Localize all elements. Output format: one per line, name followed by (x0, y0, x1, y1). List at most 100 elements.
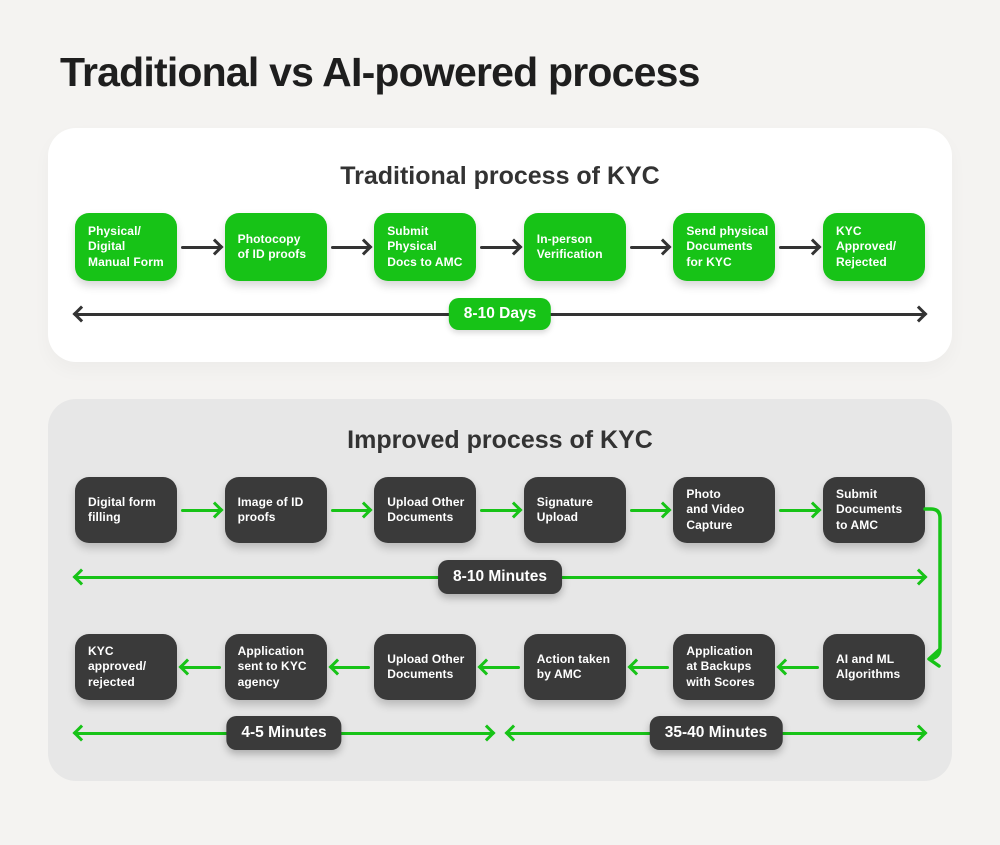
step-label: Upload Other Documents (387, 651, 465, 682)
improved-row1-duration-arrow: 8-10 Minutes (72, 560, 928, 595)
arrow-left-icon (626, 658, 674, 676)
double-arrow-right-head (478, 724, 496, 742)
step-label: Application sent to KYC agency (237, 644, 307, 689)
arrow-shaft (629, 245, 669, 249)
step-box: Photocopy of ID proofs (224, 213, 327, 282)
step-box: Upload Other Documents (374, 477, 477, 544)
step-box: KYC Approved/ Rejected (822, 213, 925, 282)
step-label: Digital form filling (88, 494, 156, 525)
arrow-right-icon (476, 238, 524, 256)
step-box: In-person Verification (523, 213, 626, 282)
arrow-head (178, 658, 196, 676)
arrow-left-icon (177, 658, 225, 676)
arrow-right-icon (476, 501, 524, 519)
step-box: Image of ID proofs (224, 477, 327, 544)
step-label: KYC approved/ rejected (88, 644, 147, 689)
arrow-shaft (779, 508, 818, 512)
arrow-head (355, 238, 373, 256)
improved-flow-row-2: KYC approved/ rejected Application sent … (75, 634, 925, 701)
step-label: Signature Upload (536, 494, 594, 525)
arrow-head (804, 238, 822, 256)
arrow-shaft (182, 665, 221, 669)
arrow-shaft (331, 665, 371, 669)
double-arrow-right-head (910, 568, 928, 586)
arrow-shaft (181, 245, 220, 249)
arrow-head (328, 658, 346, 676)
arrow-head (355, 501, 373, 519)
traditional-flow-row: Physical/ Digital Manual Form Photocopy … (75, 213, 925, 282)
traditional-process-panel: Traditional process of KYC Physical/ Dig… (48, 128, 952, 363)
step-box: Action taken by AMC (523, 634, 626, 701)
double-arrow-right-head (910, 305, 928, 323)
step-box: Signature Upload (523, 477, 626, 544)
arrow-head (927, 648, 941, 668)
improved-row2-duration-arrows: 4-5 Minutes 35-40 Minutes (72, 716, 928, 751)
arrow-head (804, 501, 822, 519)
step-label: KYC Approved/ Rejected (835, 224, 897, 269)
step-label: AI and ML Algorithms (835, 651, 901, 682)
step-box: Submit Documents to AMC (822, 477, 925, 544)
arrow-left-icon (775, 658, 823, 676)
step-label: Submit Physical Docs to AMC (387, 224, 463, 269)
arrow-shaft (779, 245, 818, 249)
page-title: Traditional vs AI-powered process (60, 49, 700, 95)
arrow-head (505, 238, 523, 256)
arrow-shaft (630, 665, 670, 669)
step-label: In-person Verification (536, 231, 603, 262)
duration-arrow-left-segment: 4-5 Minutes (72, 716, 496, 751)
arrow-head (654, 238, 672, 256)
duration-badge: 8-10 Minutes (438, 560, 562, 595)
double-arrow-right-head (910, 724, 928, 742)
arrow-shaft (330, 508, 370, 512)
traditional-panel-title: Traditional process of KYC (340, 162, 660, 191)
step-label: Application at Backups with Scores (686, 644, 755, 689)
improved-panel-title: Improved process of KYC (347, 426, 653, 455)
arrow-right-icon (327, 501, 375, 519)
arrow-right-icon (177, 238, 225, 256)
arrow-head (654, 501, 672, 519)
step-box: AI and ML Algorithms (822, 634, 925, 701)
improved-process-panel: Improved process of KYC Digital form fil… (48, 399, 952, 782)
arrow-shaft (480, 245, 519, 249)
step-label: Physical/ Digital Manual Form (88, 224, 164, 269)
double-arrow-left-head (72, 724, 90, 742)
arrow-right-icon (327, 238, 375, 256)
duration-badge: 8-10 Days (448, 298, 552, 331)
step-box: Submit Physical Docs to AMC (374, 213, 477, 282)
arrow-shaft (629, 508, 669, 512)
arrow-shaft (481, 665, 520, 669)
double-arrow-left-head (504, 724, 522, 742)
arrow-left-icon (476, 658, 524, 676)
step-box: Physical/ Digital Manual Form (75, 213, 177, 282)
step-box: Upload Other Documents (374, 634, 477, 701)
arrow-right-icon (626, 501, 674, 519)
step-box: Send physical Documents for KYC (673, 213, 776, 282)
double-arrow-left-head (72, 305, 90, 323)
step-label: Image of ID proofs (237, 494, 304, 525)
step-box: Application at Backups with Scores (673, 634, 776, 701)
arrow-head (776, 658, 794, 676)
arrow-head (477, 658, 495, 676)
step-label: Photo and Video Capture (686, 487, 745, 532)
improved-flow-row-1: Digital form filling Image of ID proofs … (75, 477, 925, 544)
step-label: Submit Documents to AMC (835, 487, 903, 532)
arrow-right-icon (177, 501, 225, 519)
arrow-head (505, 501, 523, 519)
arrow-head (206, 501, 224, 519)
step-box: Digital form filling (75, 477, 177, 544)
arrow-head (627, 658, 645, 676)
step-label: Send physical Documents for KYC (686, 224, 769, 269)
arrow-right-icon (775, 501, 823, 519)
arrow-right-icon (775, 238, 823, 256)
arrow-right-icon (626, 238, 674, 256)
arrow-shaft (181, 508, 220, 512)
duration-badge: 35-40 Minutes (649, 716, 783, 751)
traditional-duration-arrow: 8-10 Days (72, 298, 928, 331)
step-box: KYC approved/ rejected (75, 634, 177, 701)
arrow-shaft (480, 508, 519, 512)
double-arrow-left-head (72, 568, 90, 586)
duration-arrow-right-segment: 35-40 Minutes (504, 716, 928, 751)
duration-badge: 4-5 Minutes (226, 716, 342, 751)
step-label: Action taken by AMC (536, 651, 610, 682)
